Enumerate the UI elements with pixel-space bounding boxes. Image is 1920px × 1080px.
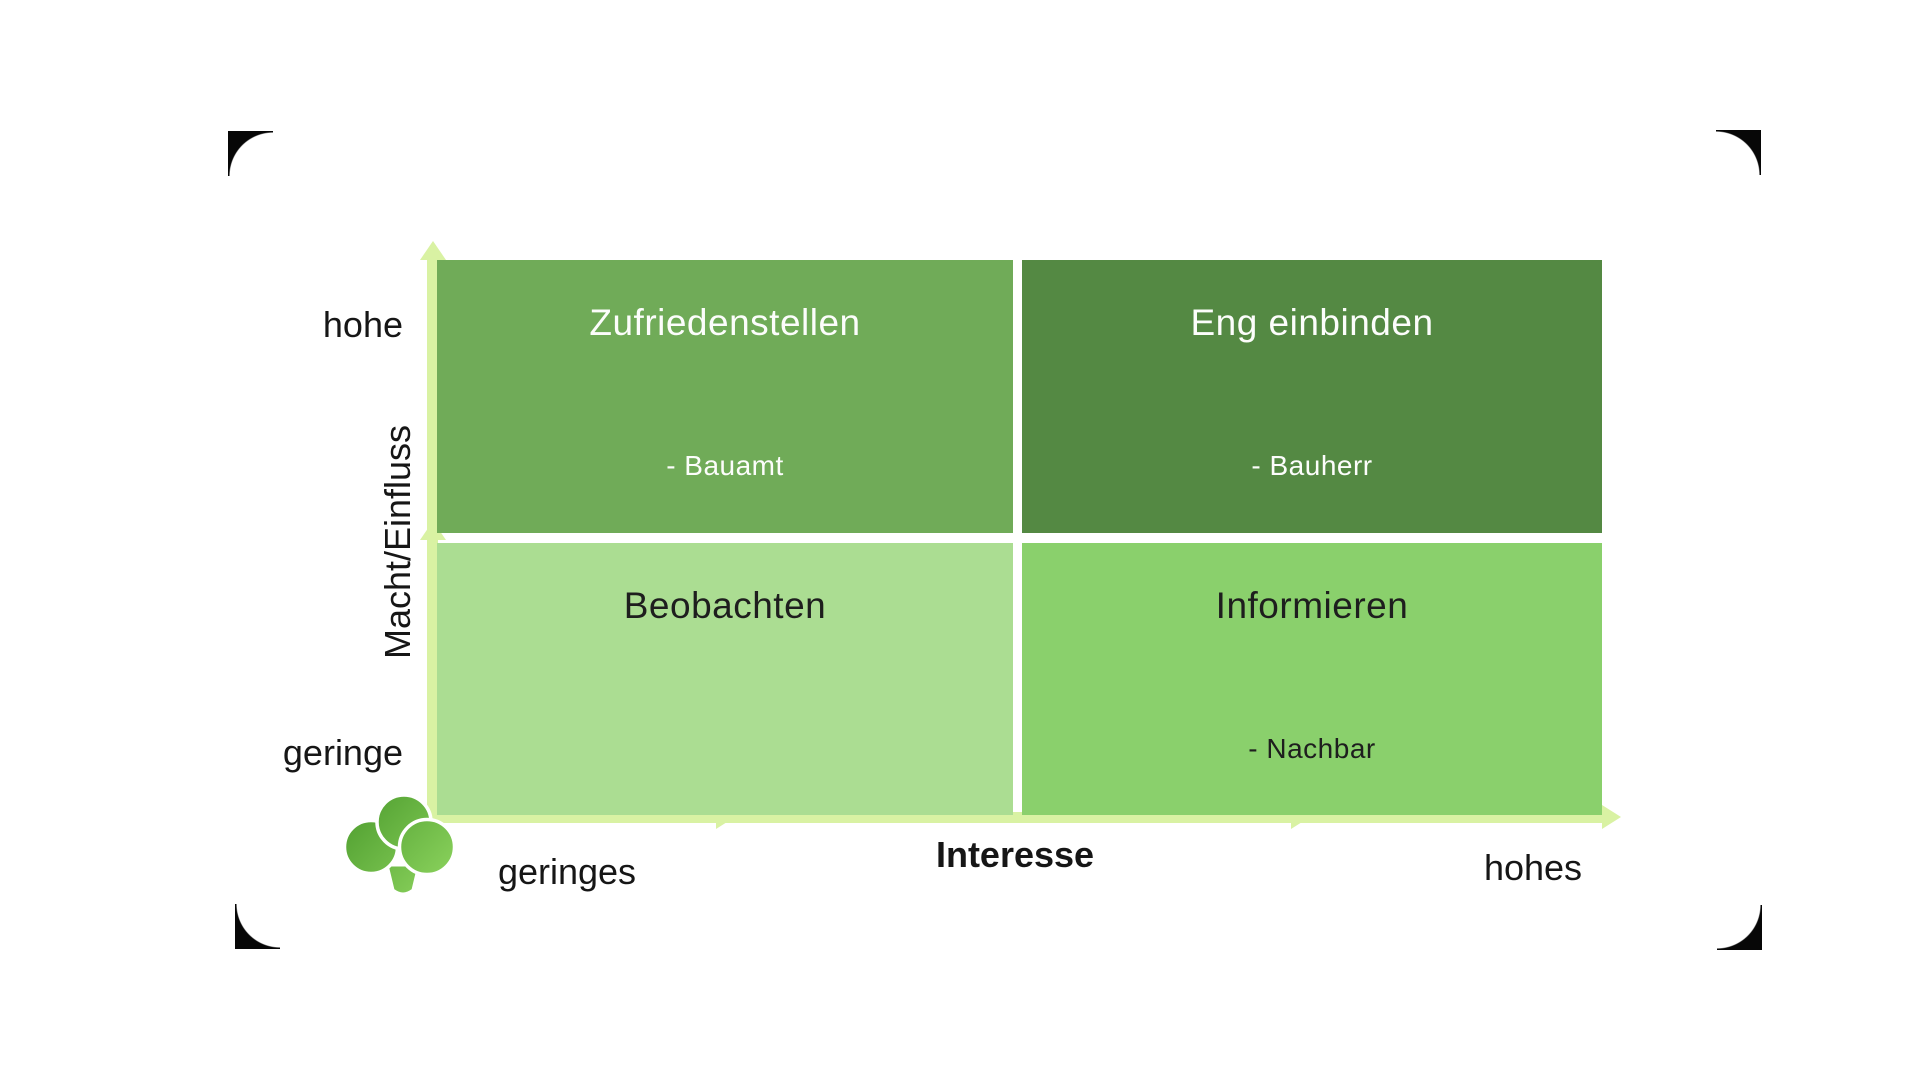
quadrant-title: Zufriedenstellen (589, 302, 861, 343)
corner-mark-bottom-right-icon (1717, 905, 1762, 950)
corner-mark-bottom-left-icon (235, 904, 280, 949)
x-axis-high-label: hohes (1483, 847, 1583, 888)
quadrant-item: - Bauamt (666, 450, 784, 481)
corner-mark-top-left-icon (228, 131, 273, 176)
quadrant-title: Eng einbinden (1190, 302, 1434, 343)
y-axis-title: Macht/Einfluss (377, 424, 418, 660)
x-axis-low-label: geringes (497, 851, 637, 892)
x-axis-title: Interesse (935, 834, 1095, 875)
x-axis-line (427, 812, 1606, 823)
y-axis-low-label: geringe (282, 732, 403, 773)
quadrant-title: Informieren (1215, 585, 1409, 626)
y-axis-arrow-top-icon (420, 241, 446, 260)
corner-mark-top-right-icon (1716, 130, 1761, 175)
quadrant-item: - Nachbar (1248, 733, 1376, 764)
y-axis-high-label: hohe (322, 304, 403, 345)
quadrant-top-left: Zufriedenstellen - Bauamt (437, 260, 1013, 533)
quadrant-item: - Bauherr (1251, 450, 1373, 481)
quadrant-bottom-right: Informieren - Nachbar (1022, 543, 1602, 815)
quadrant-bottom-left: Beobachten (437, 543, 1013, 815)
quadrant-title: Beobachten (623, 585, 827, 626)
broccoli-logo-icon (343, 793, 457, 896)
quadrant-top-right: Eng einbinden - Bauherr (1022, 260, 1602, 533)
x-axis-arrow-end-icon (1602, 805, 1621, 829)
